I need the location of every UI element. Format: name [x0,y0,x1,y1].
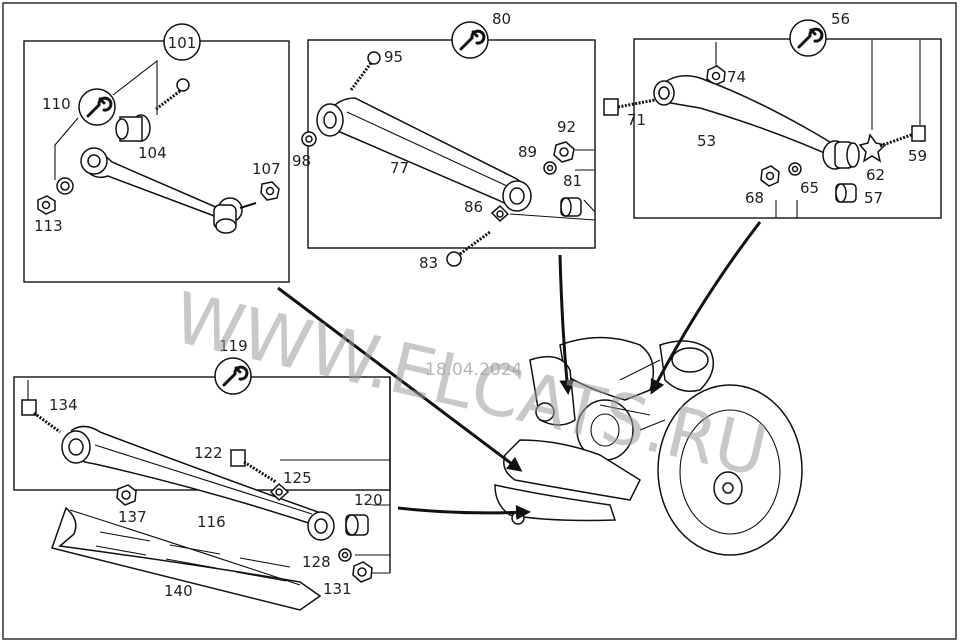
label-89: 89 [518,143,537,161]
label-81: 81 [563,172,582,190]
label-134: 134 [49,396,78,414]
label-53: 53 [697,132,716,150]
bushing-part [345,514,369,536]
wrench-icon [77,87,117,127]
label-140: 140 [164,582,193,600]
bolt-part [349,51,381,91]
label-110: 110 [42,95,71,113]
bushing-part [835,183,857,203]
group-56: 56 [603,10,942,219]
arm-part [316,97,532,212]
label-77: 77 [390,159,409,177]
washer-part [858,133,887,163]
label-57: 57 [864,189,883,207]
label-65: 65 [800,179,819,197]
label-62: 62 [866,166,885,184]
label-122: 122 [194,444,223,462]
group-101-ref[interactable]: 101 [168,34,197,52]
arm-part [80,147,257,234]
arm-part [61,425,335,541]
label-59: 59 [908,147,927,165]
bushing-part [560,197,582,217]
wrench-icon[interactable] [450,20,490,60]
label-68: 68 [745,189,764,207]
group-80: 80 [292,10,596,272]
bolt-part [154,78,190,112]
group-56-ref[interactable]: 56 [831,10,850,28]
bolt-part [446,230,491,267]
group-101-box [23,40,290,283]
label-128: 128 [302,553,331,571]
arrow-group-80 [558,254,575,395]
label-137: 137 [118,508,147,526]
label-92: 92 [557,118,576,136]
label-95: 95 [384,48,403,66]
arrow-group-56 [650,221,762,395]
label-116: 116 [197,513,226,531]
label-113: 113 [34,217,63,235]
group-119-ref[interactable]: 119 [219,337,248,355]
label-83: 83 [419,254,438,272]
label-120: 120 [354,491,383,509]
bolt-part [21,399,61,434]
label-131: 131 [323,580,352,598]
label-71: 71 [627,111,646,129]
group-80-ref[interactable]: 80 [492,10,511,28]
label-104: 104 [138,144,167,162]
wrench-icon[interactable] [788,18,828,58]
arm-part [653,75,860,170]
group-101-ref-circle[interactable] [163,23,201,61]
arrow-group-101 [277,286,523,472]
cover-part [51,506,322,611]
bushing-part [115,114,151,142]
label-107: 107 [252,160,281,178]
label-86: 86 [464,198,483,216]
group-56-box [633,38,942,219]
group-119: 119 [13,337,391,611]
label-74: 74 [727,68,746,86]
pointer-arrows [277,221,762,521]
bolt-part [879,125,926,148]
label-98: 98 [292,152,311,170]
bolt-part [603,98,656,116]
axle-assembly [494,336,803,556]
label-125: 125 [283,469,312,487]
watermark-date: 18.04.2024 [425,360,522,380]
group-101: 101 110 [23,23,290,283]
bolt-part [230,449,277,484]
arrow-group-119 [397,505,531,521]
